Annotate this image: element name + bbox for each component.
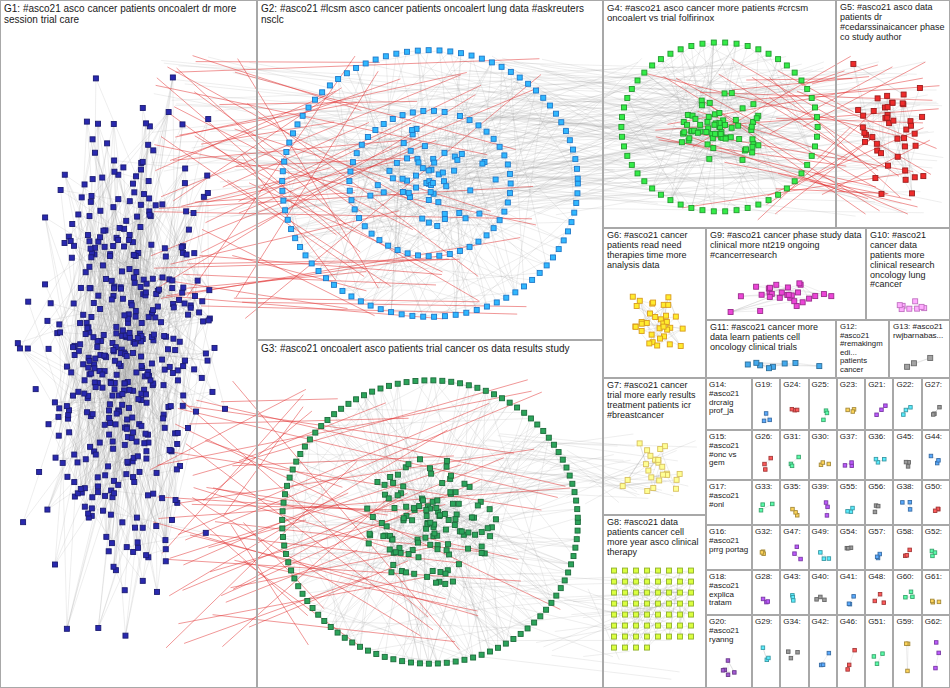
graph-canvas: G1: #asco21 asco cancer patients oncoale… [0, 0, 950, 688]
